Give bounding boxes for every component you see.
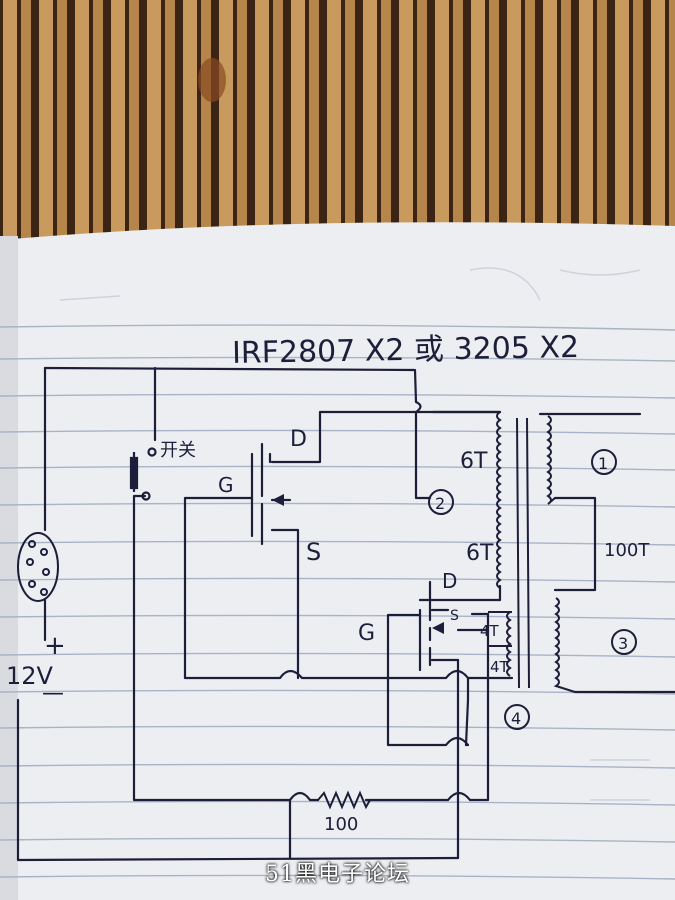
wood-knot [198, 58, 226, 102]
mosfet1-source-label: S [306, 538, 321, 566]
secondary-coil-bottom [553, 597, 576, 693]
marker-2-circle [428, 489, 454, 515]
resistor-symbol [317, 790, 371, 810]
marker-4: 4 [511, 709, 521, 728]
marker-3: 3 [618, 634, 628, 653]
mosfet2-arrow [432, 622, 444, 634]
marker-3-circle [611, 629, 637, 655]
lamp-icon [17, 532, 59, 602]
wood-mat [0, 0, 675, 260]
mosfet1-drain-label: D [290, 427, 307, 452]
battery-plus: + [44, 631, 66, 661]
resistor-value: 100 [324, 814, 358, 835]
forum-watermark: 51黑电子论坛 [265, 862, 410, 887]
feedback-coil [506, 611, 512, 677]
primary-turns-bottom: 6T [466, 541, 494, 566]
mosfet1-arrow [272, 494, 284, 506]
marker-4-circle [504, 704, 530, 730]
wire-crossovers [279, 669, 471, 801]
mosfet1-gate-label: G [218, 473, 234, 497]
secondary-turns: 100T [604, 540, 650, 561]
marker-1-circle [591, 449, 617, 475]
mosfet2-source-label: S [450, 608, 459, 624]
marker-1: 1 [598, 454, 608, 473]
notebook-page [0, 222, 675, 900]
transformer-core [516, 417, 530, 689]
feedback-coil-frame [488, 611, 512, 647]
mosfet2-drain-label: D [442, 569, 457, 593]
mosfet2-gate-label: G [358, 621, 375, 646]
circuit-title: IRF2807 X2 或 3205 X2 [232, 330, 580, 371]
primary-turns-top: 6T [460, 449, 488, 474]
secondary-coil-top [546, 415, 556, 505]
battery-minus: — [42, 681, 64, 706]
circled-markers [428, 449, 637, 730]
switch-symbol [129, 447, 157, 501]
page-left-edge [0, 236, 18, 900]
feedback-turns-top: 4T [480, 622, 500, 640]
battery-voltage: 12V [6, 662, 54, 690]
wiring [16, 366, 675, 862]
primary-coil [496, 411, 502, 589]
feedback-turns-bottom: 4T [490, 658, 510, 676]
show-through-marks [59, 267, 650, 801]
marker-2: 2 [435, 494, 445, 513]
switch-label: 开关 [160, 440, 196, 461]
